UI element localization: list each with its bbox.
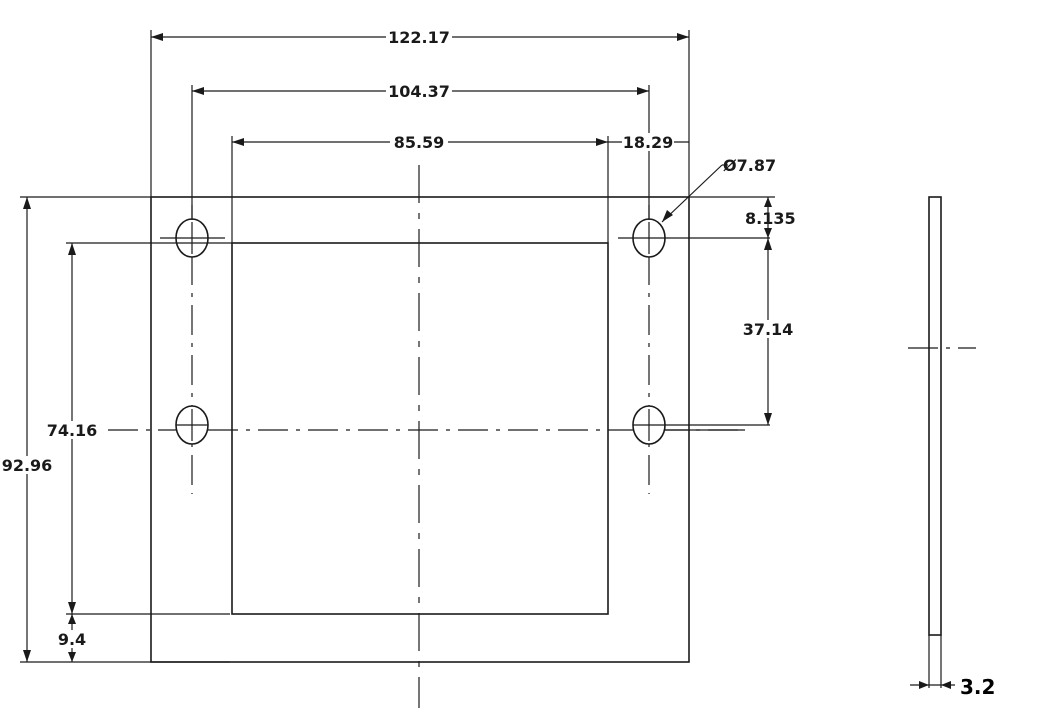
cutout-outline: [231, 242, 609, 615]
cutout-height-label: 74.16: [47, 421, 98, 440]
overall-width-label: 122.17: [388, 28, 450, 47]
thickness-label: 3.2: [960, 675, 995, 699]
overall-height-label: 92.96: [2, 456, 53, 475]
hole-spacing-y-label: 37.14: [743, 320, 794, 339]
cutout-width-label: 85.59: [394, 133, 445, 152]
side-view: 3.2: [908, 196, 995, 699]
cutout-bottom-offset-label: 9.4: [58, 630, 86, 649]
hole-top-offset-label: 8.135: [745, 209, 796, 228]
hole-diameter-label: Ø7.87: [723, 156, 776, 175]
plate-side-outline: [928, 196, 942, 636]
hole-spacing-x-label: 104.37: [388, 82, 450, 101]
front-view: 122.17 104.37 85.59 18.29 Ø7.87 8.135: [2, 28, 796, 708]
hole-edge-offset-label: 18.29: [623, 133, 674, 152]
